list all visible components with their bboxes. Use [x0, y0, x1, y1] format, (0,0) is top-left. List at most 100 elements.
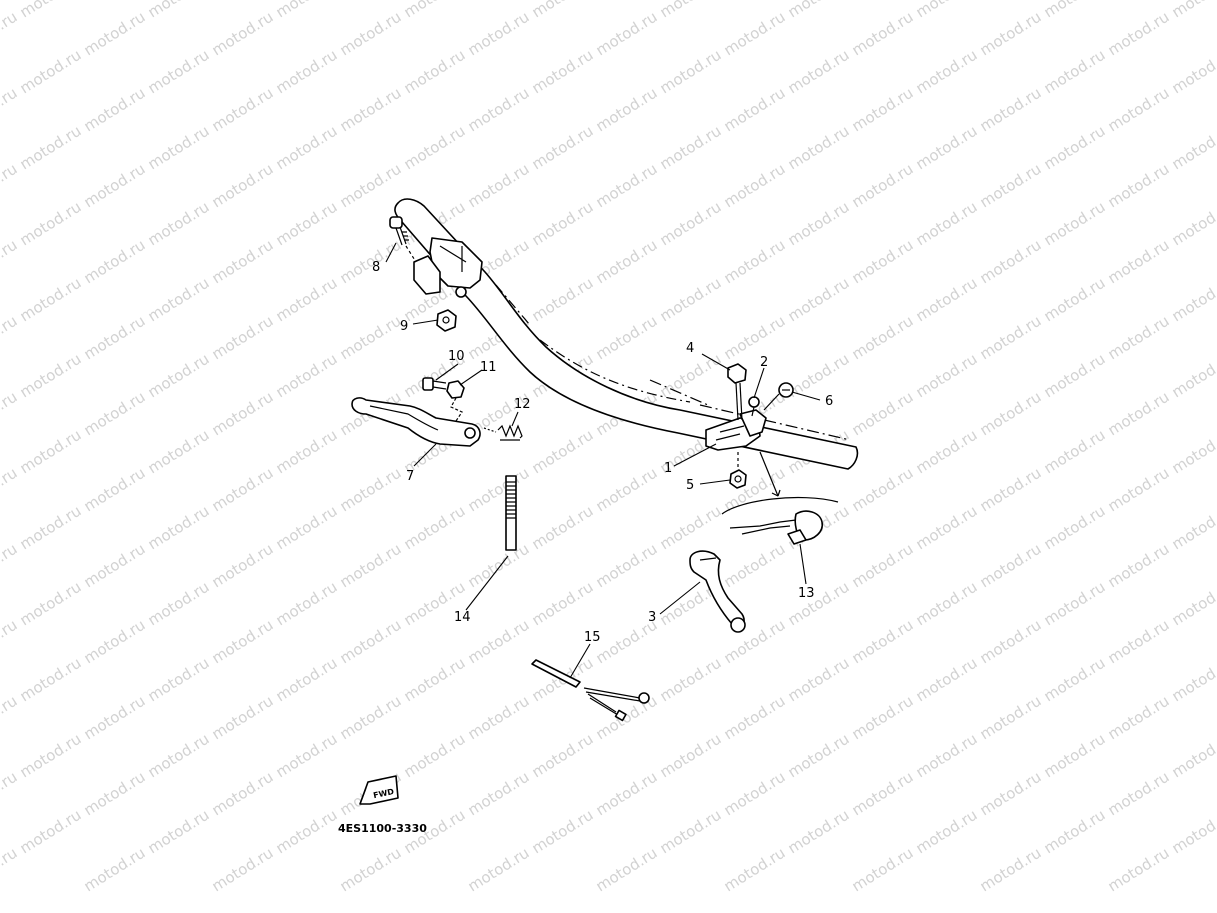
- nut-part-5: [729, 452, 747, 489]
- watermark-text: motod.ru: [17, 122, 85, 174]
- watermark-text: motod.ru: [337, 464, 405, 516]
- watermark-text: motod.ru: [273, 122, 341, 174]
- watermark-text: motod.ru: [17, 730, 85, 782]
- watermark-text: motod.ru: [785, 46, 853, 98]
- watermark-text: motod.ru: [1169, 0, 1217, 21]
- watermark-text: motod.ru: [1169, 350, 1217, 402]
- watermark-text: motod.ru: [849, 84, 917, 136]
- watermark-text: motod.ru: [721, 8, 789, 60]
- watermark-text: motod.ru: [17, 578, 85, 630]
- watermark-text: motod.ru: [593, 540, 661, 592]
- watermark-text: motod.ru: [849, 692, 917, 744]
- watermark-text: motod.ru: [849, 464, 917, 516]
- watermark-text: motod.ru: [17, 274, 85, 326]
- nut-part-9: [436, 309, 457, 332]
- watermark-text: motod.ru: [1105, 236, 1173, 288]
- watermark-text: motod.ru: [465, 464, 533, 516]
- watermark-text: motod.ru: [209, 84, 277, 136]
- watermark-text: motod.ru: [977, 768, 1045, 820]
- watermark-text: motod.ru: [977, 160, 1045, 212]
- watermark-text: motod.ru: [657, 0, 725, 21]
- watermark-text: motod.ru: [913, 654, 981, 706]
- callout-9: 9: [400, 319, 408, 334]
- watermark-text: motod.ru: [913, 198, 981, 250]
- callout-5: 5: [686, 478, 694, 493]
- watermark-text: motod.ru: [657, 274, 725, 326]
- watermark-text: motod.ru: [913, 730, 981, 782]
- fwd-label: FWD: [372, 787, 395, 800]
- watermark-text: motod.ru: [785, 578, 853, 630]
- watermark-text: motod.ru: [593, 160, 661, 212]
- cable-tie-part-14: [505, 475, 517, 551]
- watermark-text: motod.ru: [465, 616, 533, 668]
- watermark-text: motod.ru: [977, 616, 1045, 668]
- watermark-text: motod.ru: [209, 616, 277, 668]
- watermark-text: motod.ru: [529, 730, 597, 782]
- watermark-text: motod.ru: [145, 46, 213, 98]
- watermark-text: motod.ru: [977, 312, 1045, 364]
- watermark-text: motod.ru: [401, 502, 469, 554]
- watermark-text: motod.ru: [1041, 578, 1109, 630]
- watermark-text: motod.ru: [0, 464, 20, 516]
- watermark-text: motod.ru: [17, 426, 85, 478]
- watermark-text: motod.ru: [977, 692, 1045, 744]
- watermark-text: motod.ru: [0, 236, 20, 288]
- watermark-text: motod.ru: [1041, 122, 1109, 174]
- watermark-text: motod.ru: [0, 84, 20, 136]
- watermark-text: motod.ru: [913, 350, 981, 402]
- watermark-text: motod.ru: [145, 0, 213, 21]
- watermark-text: motod.ru: [81, 388, 149, 440]
- cable-part-15: [531, 659, 650, 722]
- leader-lines: [385, 242, 821, 679]
- watermark-text: motod.ru: [1041, 274, 1109, 326]
- watermark-text: motod.ru: [273, 198, 341, 250]
- lever-holder-part-1: [705, 409, 767, 451]
- watermark-text: motod.ru: [1041, 654, 1109, 706]
- watermark-text: motod.ru: [273, 426, 341, 478]
- watermark-text: motod.ru: [529, 46, 597, 98]
- watermark-text: motod.ru: [1105, 464, 1173, 516]
- watermark-text: motod.ru: [721, 692, 789, 744]
- watermark-text: motod.ru: [593, 236, 661, 288]
- watermark-text: motod.ru: [1169, 198, 1217, 250]
- watermark-text: motod.ru: [529, 426, 597, 478]
- fwd-arrow-icon: FWD: [359, 775, 399, 805]
- watermark-text: motod.ru: [657, 654, 725, 706]
- watermark-text: motod.ru: [17, 46, 85, 98]
- watermark-text: motod.ru: [721, 84, 789, 136]
- watermark-text: motod.ru: [1169, 578, 1217, 630]
- callout-12: 12: [514, 397, 531, 412]
- watermark-text: motod.ru: [81, 312, 149, 364]
- watermark-text: motod.ru: [465, 160, 533, 212]
- watermark-text: motod.ru: [913, 806, 981, 858]
- watermark-text: motod.ru: [17, 350, 85, 402]
- watermark-text: motod.ru: [977, 388, 1045, 440]
- watermark-text: motod.ru: [1041, 426, 1109, 478]
- watermark-text: motod.ru: [1105, 84, 1173, 136]
- watermark-text: motod.ru: [1169, 806, 1217, 858]
- watermark-text: motod.ru: [209, 844, 277, 896]
- watermark-text: motod.ru: [0, 388, 20, 440]
- watermark-text: motod.ru: [657, 122, 725, 174]
- watermark-text: motod.ru: [209, 540, 277, 592]
- watermark-text: motod.ru: [465, 692, 533, 744]
- watermark-text: motod.ru: [785, 122, 853, 174]
- watermark-text: motod.ru: [1105, 616, 1173, 668]
- watermark-text: motod.ru: [0, 844, 20, 896]
- watermark-text: motod.ru: [209, 236, 277, 288]
- watermark-text: motod.ru: [273, 350, 341, 402]
- watermark-text: motod.ru: [273, 730, 341, 782]
- watermark-text: motod.ru: [1105, 312, 1173, 364]
- callout-7: 7: [406, 469, 414, 484]
- callout-2: 2: [760, 355, 768, 370]
- watermark-text: motod.ru: [721, 540, 789, 592]
- watermark-text: motod.ru: [273, 502, 341, 554]
- watermark-text: motod.ru: [785, 274, 853, 326]
- callout-labels: 1 2 3 4 5 6 7 8 9 10 11 12 13 14 15: [372, 260, 833, 645]
- watermark-text: motod.ru: [721, 236, 789, 288]
- watermark-text: motod.ru: [977, 540, 1045, 592]
- watermark-text: motod.ru: [977, 844, 1045, 896]
- watermark-text: motod.ru: [337, 540, 405, 592]
- callout-1: 1: [664, 461, 672, 476]
- watermark-text: motod.ru: [209, 464, 277, 516]
